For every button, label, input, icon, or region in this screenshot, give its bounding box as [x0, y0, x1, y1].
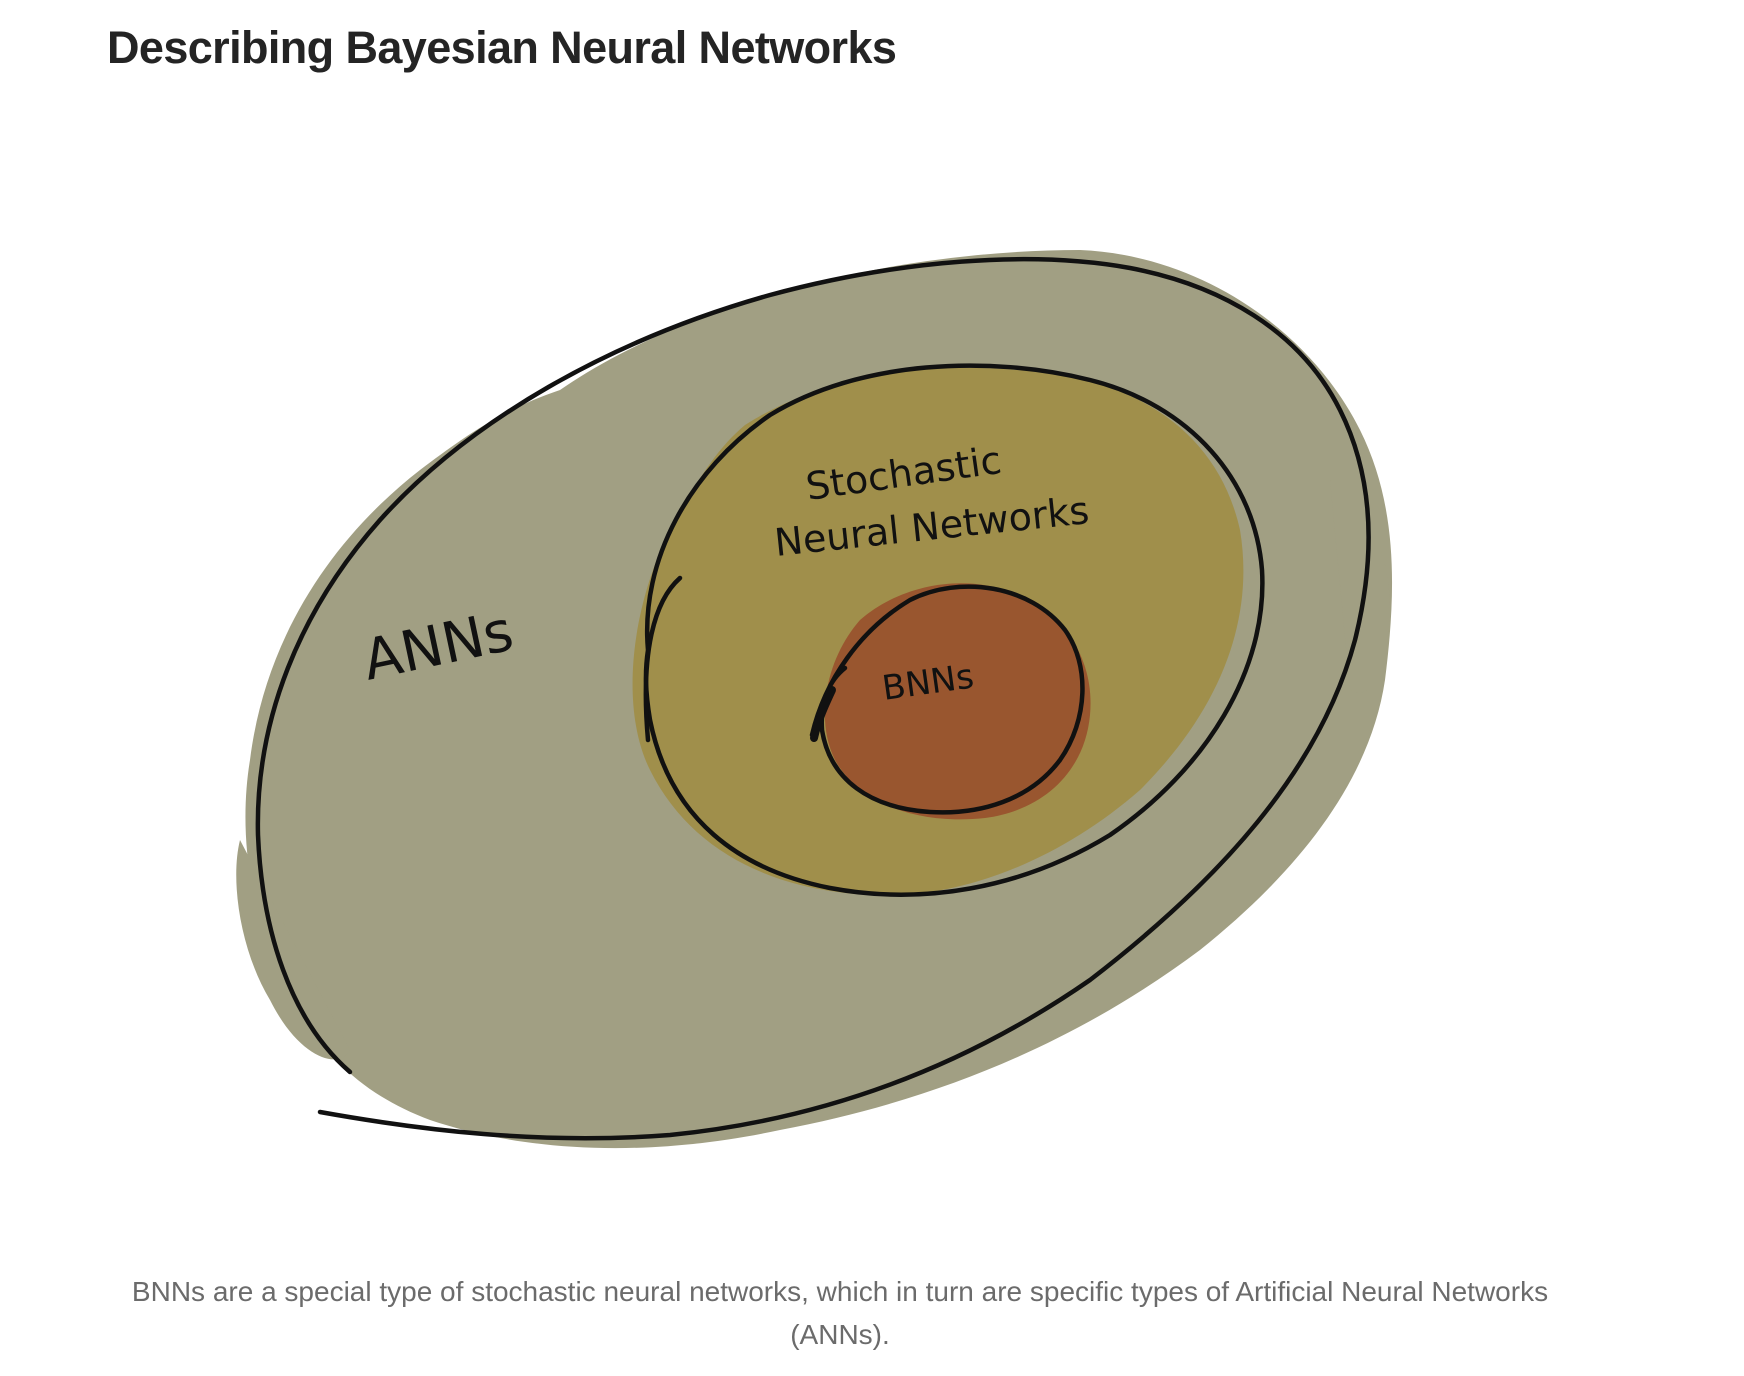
bnns-region [824, 583, 1091, 820]
stochastic-nn-boundary-stroke [643, 575, 683, 743]
bnns-boundary [809, 584, 1085, 815]
figure-caption: BNNs are a special type of stochastic ne… [131, 1276, 1549, 1350]
stochastic-nn-boundary [643, 363, 1265, 897]
page-title: Describing Bayesian Neural Networks [107, 22, 897, 73]
bnns-boundary-stroke [810, 686, 836, 742]
anns-boundary [255, 257, 1371, 1141]
anns-region-smudge [1330, 480, 1391, 693]
